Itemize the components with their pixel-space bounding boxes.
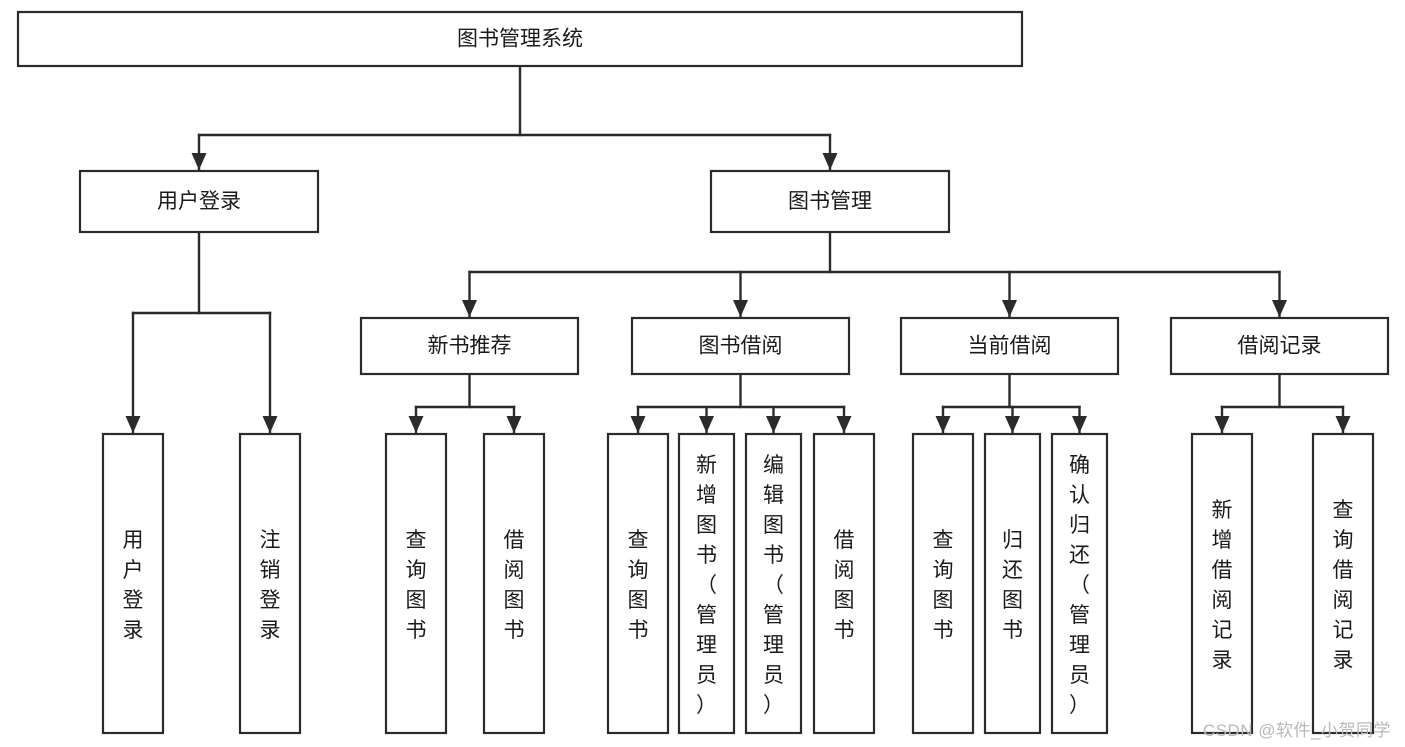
node-label: 借阅图书 <box>504 529 525 642</box>
node-label: 用户登录 <box>123 529 144 642</box>
node-box <box>359 316 580 376</box>
node-layer: 图书管理系统用户登录图书管理新书推荐图书借阅当前借阅借阅记录用户登录注销登录查询… <box>16 10 1390 735</box>
node-leaf-5[interactable]: 新增图书（管理员） <box>677 432 736 735</box>
arrow-head-icon <box>262 416 278 433</box>
node-leaf-3[interactable]: 借阅图书 <box>482 432 546 735</box>
node-label: 新书推荐 <box>428 335 512 358</box>
arrow-head-icon <box>1214 416 1230 433</box>
arrow-head-icon <box>699 416 714 433</box>
arrow-head-icon <box>935 416 951 433</box>
arrow-head-icon <box>1272 300 1287 317</box>
node-box <box>899 316 1120 376</box>
node-box <box>101 432 165 735</box>
node-box <box>983 432 1042 735</box>
node-leaf-4[interactable]: 查询图书 <box>606 432 670 735</box>
node-leaf-12[interactable]: 查询借阅记录 <box>1311 432 1375 735</box>
node-box <box>1050 432 1109 735</box>
arrow-head-icon <box>1002 300 1017 317</box>
node-leaf-2[interactable]: 查询图书 <box>384 432 448 735</box>
arrow-head-icon <box>1335 416 1351 433</box>
arrow-head-icon <box>766 416 781 433</box>
arrow-head-icon <box>630 416 646 433</box>
node-box <box>606 432 670 735</box>
node-box <box>911 432 975 735</box>
node-label: 查询图书 <box>406 529 427 642</box>
node-leaf-1[interactable]: 注销登录 <box>238 432 302 735</box>
node-box <box>744 432 803 735</box>
node-leaf-9[interactable]: 归还图书 <box>983 432 1042 735</box>
node-box <box>78 169 320 234</box>
node-level1-0[interactable]: 用户登录 <box>78 169 320 234</box>
arrow-head-icon <box>125 416 141 433</box>
connector-layer <box>125 64 1351 435</box>
node-box <box>1190 432 1254 735</box>
node-box <box>812 432 876 735</box>
node-leaf-6[interactable]: 编辑图书（管理员） <box>744 432 803 735</box>
node-level2-1[interactable]: 图书借阅 <box>630 316 851 376</box>
node-label: 编辑图书（管理员） <box>763 454 784 717</box>
arrow-head-icon <box>462 300 477 317</box>
node-level1-1[interactable]: 图书管理 <box>709 169 951 234</box>
node-label: 图书管理系统 <box>457 28 583 51</box>
arrow-head-icon <box>408 416 424 433</box>
node-box <box>1169 316 1390 376</box>
node-level2-2[interactable]: 当前借阅 <box>899 316 1120 376</box>
node-label: 用户登录 <box>157 190 241 213</box>
node-box <box>384 432 448 735</box>
node-label: 当前借阅 <box>968 335 1052 358</box>
node-box <box>630 316 851 376</box>
node-label: 新增借阅记录 <box>1212 499 1233 672</box>
node-box <box>16 10 1024 68</box>
watermark-text: CSDN @软件_小贺同学 <box>1202 721 1391 740</box>
arrow-head-icon <box>1005 416 1020 433</box>
node-leaf-8[interactable]: 查询图书 <box>911 432 975 735</box>
node-label: 借阅图书 <box>834 529 855 642</box>
arrow-head-icon <box>836 416 852 433</box>
node-label: 查询图书 <box>933 529 954 642</box>
arrow-head-icon <box>1072 416 1087 433</box>
node-label: 新增图书（管理员） <box>696 454 717 717</box>
arrow-head-icon <box>822 153 838 170</box>
node-label: 注销登录 <box>260 529 281 642</box>
node-box <box>709 169 951 234</box>
node-label: 归还图书 <box>1002 529 1023 642</box>
arrow-head-icon <box>506 416 522 433</box>
node-box <box>482 432 546 735</box>
node-box <box>1311 432 1375 735</box>
node-label: 图书借阅 <box>699 335 783 358</box>
node-leaf-0[interactable]: 用户登录 <box>101 432 165 735</box>
node-level2-3[interactable]: 借阅记录 <box>1169 316 1390 376</box>
node-leaf-11[interactable]: 新增借阅记录 <box>1190 432 1254 735</box>
node-box <box>677 432 736 735</box>
node-level2-0[interactable]: 新书推荐 <box>359 316 580 376</box>
node-label: 图书管理 <box>788 190 872 213</box>
node-label: 查询借阅记录 <box>1333 499 1354 672</box>
node-box <box>238 432 302 735</box>
arrow-head-icon <box>733 300 748 317</box>
arrow-head-icon <box>191 153 207 170</box>
node-label: 确认归还（管理员） <box>1069 454 1090 717</box>
node-leaf-10[interactable]: 确认归还（管理员） <box>1050 432 1109 735</box>
node-leaf-7[interactable]: 借阅图书 <box>812 432 876 735</box>
node-label: 借阅记录 <box>1238 335 1322 358</box>
node-root-0[interactable]: 图书管理系统 <box>16 10 1024 68</box>
node-label: 查询图书 <box>628 529 649 642</box>
